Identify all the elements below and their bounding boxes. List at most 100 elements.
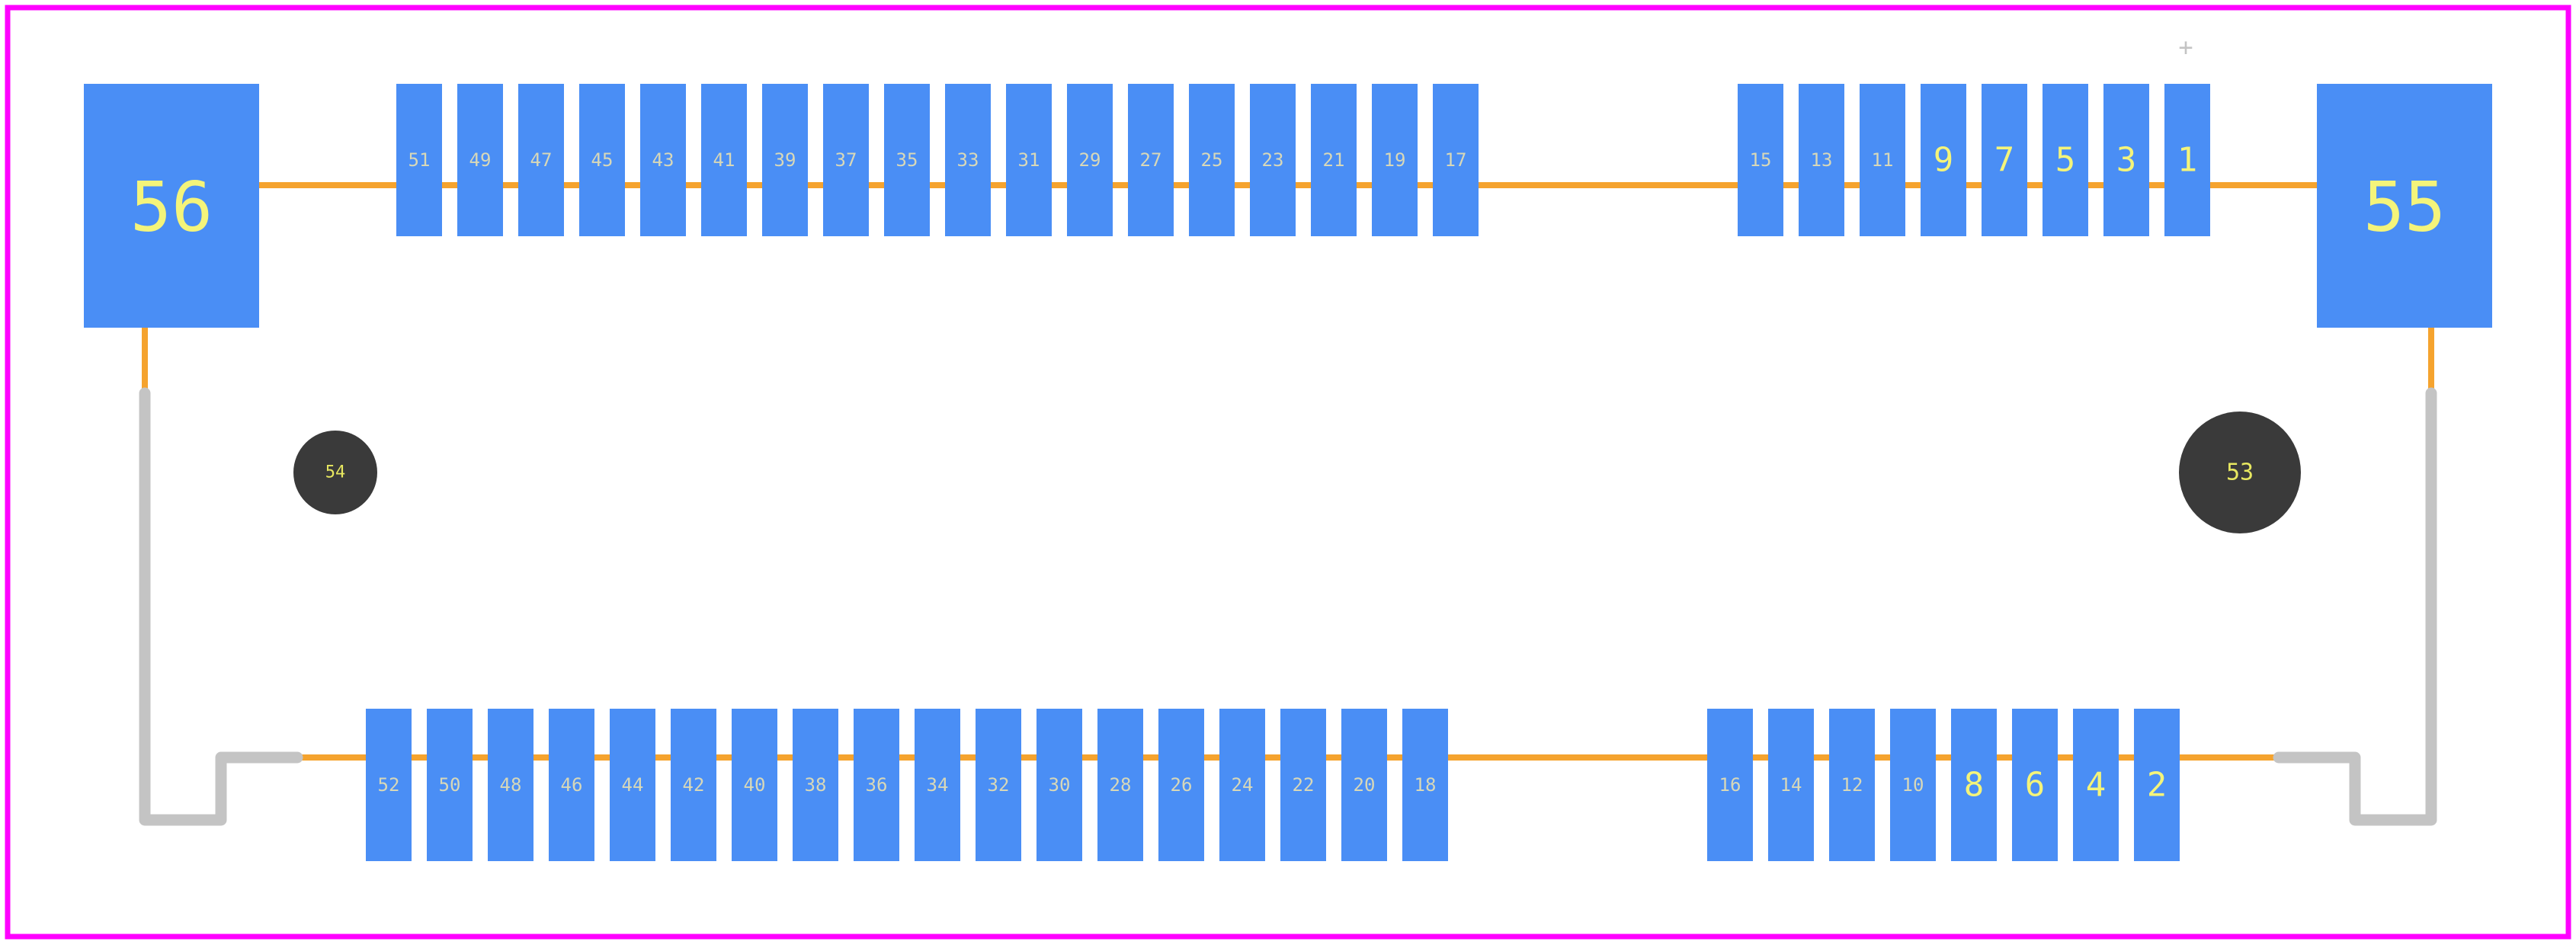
pad-46[interactable]: 46 [549,709,594,861]
pad-27-shape[interactable] [1128,84,1174,236]
pad-11-shape[interactable] [1860,84,1905,236]
pad-48-shape[interactable] [488,709,533,861]
pad-18-shape[interactable] [1402,709,1448,861]
pad-9[interactable]: 9 [1921,84,1966,236]
pad-10[interactable]: 10 [1890,709,1936,861]
pad-8-shape[interactable] [1951,709,1997,861]
pad-33-shape[interactable] [945,84,991,236]
pad-13-shape[interactable] [1799,84,1844,236]
mounting-pad-55-shape[interactable] [2317,84,2492,328]
pad-12[interactable]: 12 [1829,709,1875,861]
pad-15[interactable]: 15 [1738,84,1783,236]
pad-16[interactable]: 16 [1707,709,1753,861]
pad-51-shape[interactable] [396,84,442,236]
pad-36[interactable]: 36 [854,709,899,861]
pad-19[interactable]: 19 [1372,84,1418,236]
pad-36-shape[interactable] [854,709,899,861]
pad-6-shape[interactable] [2012,709,2058,861]
pad-40[interactable]: 40 [732,709,777,861]
pad-4[interactable]: 4 [2073,709,2119,861]
pad-29[interactable]: 29 [1067,84,1113,236]
pad-46-shape[interactable] [549,709,594,861]
pad-9-shape[interactable] [1921,84,1966,236]
pad-14[interactable]: 14 [1768,709,1814,861]
pad-14-shape[interactable] [1768,709,1814,861]
pad-42-shape[interactable] [671,709,716,861]
pad-26-shape[interactable] [1158,709,1204,861]
pad-47-shape[interactable] [518,84,564,236]
pad-5-shape[interactable] [2043,84,2088,236]
pad-30-shape[interactable] [1036,709,1082,861]
pad-18[interactable]: 18 [1402,709,1448,861]
pad-26[interactable]: 26 [1158,709,1204,861]
pad-3-shape[interactable] [2103,84,2149,236]
pad-17-shape[interactable] [1433,84,1479,236]
pad-38[interactable]: 38 [793,709,838,861]
pad-49[interactable]: 49 [457,84,503,236]
pad-8[interactable]: 8 [1951,709,1997,861]
pad-43-shape[interactable] [640,84,686,236]
pad-37-shape[interactable] [823,84,869,236]
pad-29-shape[interactable] [1067,84,1113,236]
pad-2[interactable]: 2 [2134,709,2180,861]
pad-48[interactable]: 48 [488,709,533,861]
pad-13[interactable]: 13 [1799,84,1844,236]
pad-41-shape[interactable] [701,84,747,236]
pad-4-shape[interactable] [2073,709,2119,861]
pad-24[interactable]: 24 [1219,709,1265,861]
pad-38-shape[interactable] [793,709,838,861]
pad-49-shape[interactable] [457,84,503,236]
mounting-pad-56[interactable]: 56 [84,84,259,328]
pad-25[interactable]: 25 [1189,84,1235,236]
pad-43[interactable]: 43 [640,84,686,236]
pad-31[interactable]: 31 [1006,84,1052,236]
pad-17[interactable]: 17 [1433,84,1479,236]
hole-54-shape[interactable] [293,431,377,514]
pad-52[interactable]: 52 [366,709,412,861]
pad-35[interactable]: 35 [884,84,930,236]
pad-22-shape[interactable] [1280,709,1326,861]
pad-34-shape[interactable] [915,709,960,861]
pad-21-shape[interactable] [1311,84,1357,236]
pad-25-shape[interactable] [1189,84,1235,236]
pad-50[interactable]: 50 [427,709,473,861]
pad-20[interactable]: 20 [1341,709,1387,861]
pad-35-shape[interactable] [884,84,930,236]
pad-22[interactable]: 22 [1280,709,1326,861]
pad-23[interactable]: 23 [1250,84,1296,236]
pad-37[interactable]: 37 [823,84,869,236]
pad-20-shape[interactable] [1341,709,1387,861]
pad-6[interactable]: 6 [2012,709,2058,861]
hole-54[interactable]: 54 [293,431,377,514]
pad-23-shape[interactable] [1250,84,1296,236]
pad-30[interactable]: 30 [1036,709,1082,861]
pad-11[interactable]: 11 [1860,84,1905,236]
pad-10-shape[interactable] [1890,709,1936,861]
pad-7-shape[interactable] [1982,84,2027,236]
pad-39-shape[interactable] [762,84,808,236]
pad-27[interactable]: 27 [1128,84,1174,236]
pad-31-shape[interactable] [1006,84,1052,236]
pad-33[interactable]: 33 [945,84,991,236]
pad-1-shape[interactable] [2164,84,2210,236]
pad-28-shape[interactable] [1097,709,1143,861]
pad-7[interactable]: 7 [1982,84,2027,236]
pad-42[interactable]: 42 [671,709,716,861]
pad-15-shape[interactable] [1738,84,1783,236]
mounting-pad-55[interactable]: 55 [2317,84,2492,328]
pad-24-shape[interactable] [1219,709,1265,861]
pad-12-shape[interactable] [1829,709,1875,861]
pad-50-shape[interactable] [427,709,473,861]
pad-44-shape[interactable] [610,709,655,861]
pad-19-shape[interactable] [1372,84,1418,236]
hole-53-shape[interactable] [2179,412,2301,533]
pad-44[interactable]: 44 [610,709,655,861]
mounting-pad-56-shape[interactable] [84,84,259,328]
pad-41[interactable]: 41 [701,84,747,236]
pad-28[interactable]: 28 [1097,709,1143,861]
pad-52-shape[interactable] [366,709,412,861]
pad-51[interactable]: 51 [396,84,442,236]
pad-45-shape[interactable] [579,84,625,236]
pad-32-shape[interactable] [976,709,1021,861]
pad-45[interactable]: 45 [579,84,625,236]
